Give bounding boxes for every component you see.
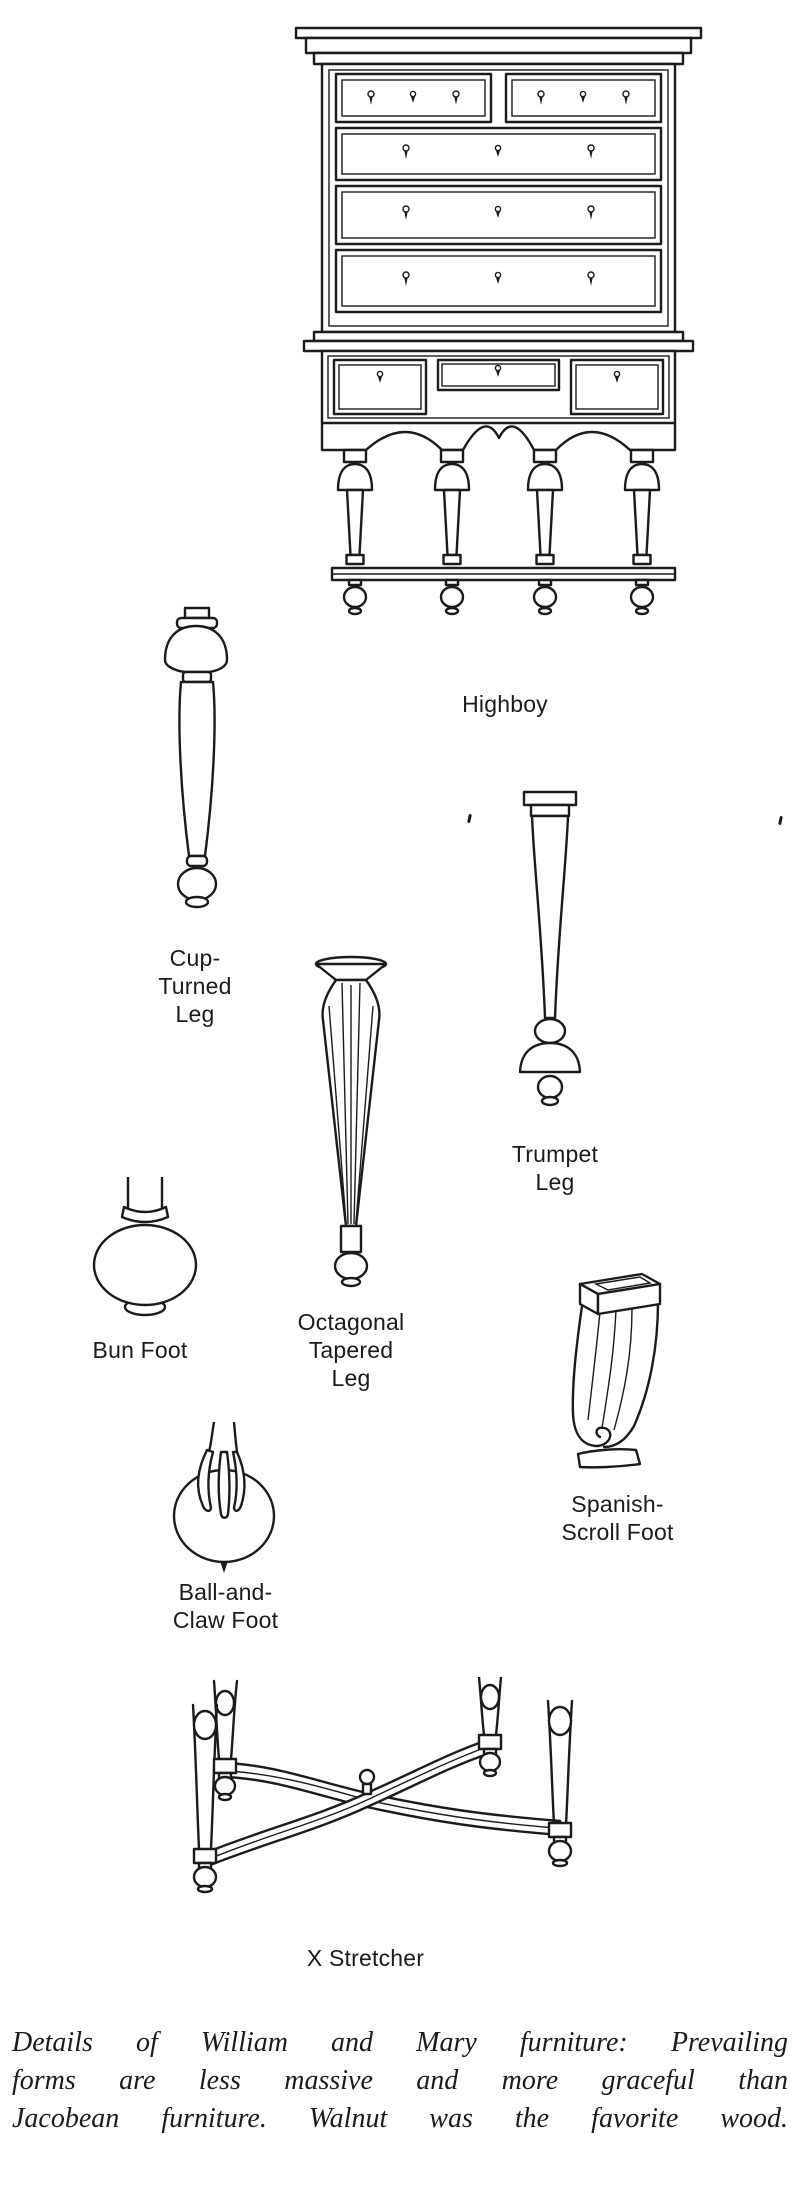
spanish-scroll-foot-illustration <box>571 1272 662 1469</box>
octagonal-tapered-leg-label: Octagonal Tapered Leg <box>297 1309 405 1392</box>
spanish-scroll-foot-label: Spanish- Scroll Foot <box>561 1491 674 1546</box>
highboy-illustration <box>294 26 703 616</box>
caption-line-2: forms are less massive and more graceful… <box>12 2065 788 2096</box>
ball-and-claw-foot-illustration <box>172 1422 276 1573</box>
trumpet-leg-label: Trumpet Leg <box>511 1141 599 1196</box>
octagonal-tapered-leg-illustration <box>314 955 388 1288</box>
highboy-waist-molding <box>302 330 695 353</box>
highboy-upper-case <box>320 62 677 334</box>
bun-foot-label: Bun Foot <box>92 1337 188 1363</box>
stray-mark <box>467 813 472 824</box>
highboy-label: Highboy <box>462 691 548 717</box>
x-stretcher-label: X Stretcher <box>306 1945 425 1971</box>
trumpet-leg-illustration <box>518 790 582 1107</box>
cup-turned-leg-illustration <box>163 606 229 909</box>
caption-line-1: Details of William and Mary furniture: P… <box>12 2027 788 2058</box>
ball-and-claw-foot-label: Ball-and- Claw Foot <box>172 1579 279 1634</box>
highboy-stretcher <box>330 566 677 582</box>
bun-foot-illustration <box>92 1177 198 1317</box>
x-stretcher-illustration <box>191 1677 574 1894</box>
highboy-lower-case <box>320 349 677 452</box>
caption-line-3: Jacobean furniture. Walnut was the favor… <box>12 2103 788 2134</box>
highboy-cornice <box>294 26 703 66</box>
figure-caption: Details of William and Mary furniture: P… <box>12 2024 788 2138</box>
highboy-legs <box>336 448 661 616</box>
cup-turned-leg-label: Cup- Turned Leg <box>158 945 232 1028</box>
stray-mark <box>778 815 783 826</box>
